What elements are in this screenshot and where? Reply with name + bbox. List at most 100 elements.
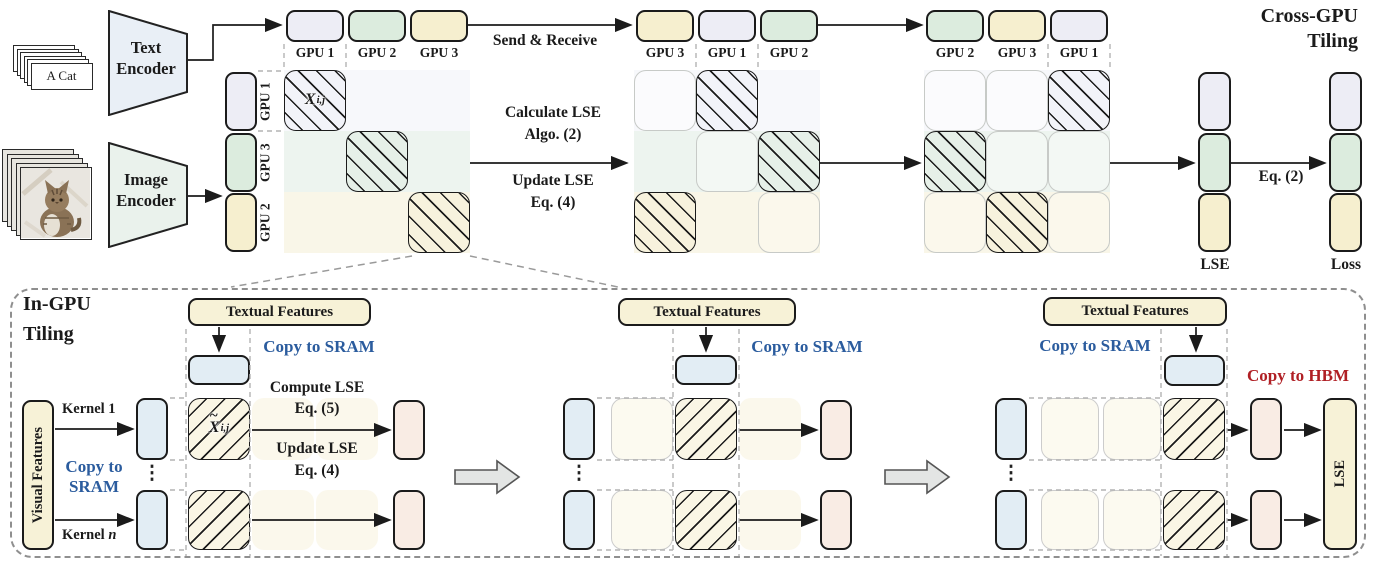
calculate-lse-eq-label: Algo. (2) <box>524 126 582 143</box>
image-encoder-line2: Encoder <box>116 190 176 210</box>
similarity-tile-current <box>634 192 696 253</box>
text-chunk-box <box>410 10 468 42</box>
text-chunk-box <box>926 10 984 42</box>
similarity-tile-current <box>346 131 408 192</box>
text-chunk-sram-box <box>1164 355 1225 386</box>
text-chunk-box <box>760 10 818 42</box>
vertical-ellipsis: ⋮ <box>569 463 589 484</box>
lse-chunk-gpu3 <box>1198 132 1231 192</box>
in-gpu-tile-pending <box>316 490 378 550</box>
text-chunk-box <box>636 10 694 42</box>
zoom-funnel-right <box>469 255 619 288</box>
lse-column-label: LSE <box>1200 256 1230 273</box>
tile-var-x2: X <box>208 419 220 436</box>
image-encoder <box>108 141 188 249</box>
arrow-text-encoder-to-gpus <box>188 17 283 61</box>
in-gpu-tile-pending <box>739 398 801 460</box>
in-gpu-title-line2: Tiling <box>23 323 74 345</box>
text-chunk-box <box>286 10 344 42</box>
gpu-label: GPU 1 <box>1059 45 1099 60</box>
partial-lse-box <box>1250 398 1282 460</box>
lse-chunk-gpu1 <box>1198 72 1231 131</box>
similarity-tile-current <box>408 192 470 253</box>
in-gpu-tile-current <box>1163 490 1225 550</box>
image-row-gpu3-label: GPU 3 <box>257 142 273 182</box>
in-gpu-tile-computed <box>611 398 673 460</box>
in-gpu-tile-computed <box>1103 398 1161 460</box>
partial-lse-box <box>820 490 852 550</box>
gpu-label: GPU 3 <box>419 45 459 60</box>
cat-illustration <box>21 168 90 238</box>
gpu-label: GPU 3 <box>645 45 685 60</box>
textual-features-label: Textual Features <box>653 303 761 320</box>
kernel-1-label: Kernel 1 <box>62 401 116 417</box>
cat-photo <box>20 167 92 240</box>
similarity-tile-computed <box>1048 131 1110 192</box>
similarity-matrix-stage3 <box>924 70 1110 253</box>
copy-to-sram-label: Copy to SRAM <box>1039 336 1151 355</box>
image-feature-chunk-gpu3 <box>225 132 257 192</box>
eq2-label: Eq. (2) <box>1258 168 1304 185</box>
text-chunk-box <box>698 10 756 42</box>
kernel-sram-box <box>563 490 595 550</box>
kernel-n-label: Kernel n <box>62 527 142 543</box>
loss-chunk-gpu3 <box>1329 132 1362 192</box>
similarity-tile-computed <box>758 192 820 253</box>
copy-to-hbm-label: Copy to HBM <box>1247 366 1349 385</box>
in-gpu-tile-current <box>188 398 250 460</box>
image-encoder-shape <box>108 141 188 249</box>
gpu-label: GPU 2 <box>935 45 975 60</box>
similarity-tile-computed <box>986 131 1048 192</box>
copy-to-sram-label: Copy to SRAM <box>751 337 863 356</box>
calculate-lse-label: Calculate LSE <box>504 104 602 121</box>
in-gpu-tile-computed <box>611 490 673 550</box>
loss-chunk-gpu2 <box>1329 193 1362 252</box>
cross-gpu-title-line2: Tiling <box>1307 30 1358 52</box>
similarity-tile-current <box>986 192 1048 253</box>
image-batch-stack <box>2 149 97 244</box>
text-chunk-box <box>1050 10 1108 42</box>
in-gpu-tile-current <box>675 490 737 550</box>
text-prompt: A Cat <box>46 68 77 83</box>
image-encoder-line1: Image <box>124 170 168 189</box>
kernel-sram-box <box>995 398 1027 460</box>
in-gpu-tile-computed <box>1041 398 1099 460</box>
tile-var-x: X <box>304 91 316 108</box>
zoom-funnel-left <box>230 255 413 288</box>
similarity-tile-computed <box>634 70 696 131</box>
gpu-label: GPU 2 <box>769 45 809 60</box>
partial-lse-box <box>1250 490 1282 550</box>
kernel-n-prefix: Kernel <box>62 527 109 543</box>
text-chunk-box <box>988 10 1046 42</box>
similarity-tile-computed <box>924 192 986 253</box>
similarity-tile-computed <box>696 131 758 192</box>
similarity-tile-computed <box>924 70 986 131</box>
vertical-ellipsis: ⋮ <box>142 463 162 484</box>
text-encoder-line1: Text <box>130 38 162 57</box>
text-chunk-sram-box <box>188 355 250 385</box>
similarity-tile-current <box>758 131 820 192</box>
partial-lse-box <box>820 400 852 460</box>
gpu-label: GPU 2 <box>357 45 397 60</box>
similarity-tile-current <box>284 70 346 131</box>
partial-lse-box <box>393 490 425 550</box>
tile-var-sup: i,j <box>316 94 326 106</box>
kernel-sram-box <box>136 398 168 460</box>
text-encoder-label: Text Encoder <box>108 38 184 79</box>
text-encoder-shape <box>108 9 188 117</box>
loss-chunk-gpu1 <box>1329 72 1362 131</box>
in-gpu-lse-label: LSE <box>1331 460 1348 488</box>
image-row-gpu2-label: GPU 2 <box>257 203 273 242</box>
similarity-tile-current <box>1048 70 1110 131</box>
textual-features-box: Textual Features <box>188 298 371 326</box>
tilde-mark: ~ <box>209 408 218 424</box>
compute-lse-eq-label: Eq. (5) <box>294 400 340 417</box>
in-gpu-tile-pending <box>252 490 314 550</box>
compute-lse-label: Compute LSE <box>269 379 365 396</box>
in-gpu-tile-current <box>1163 398 1225 460</box>
text-encoder-line2: Encoder <box>116 58 176 78</box>
loss-column-label: Loss <box>1330 256 1362 273</box>
